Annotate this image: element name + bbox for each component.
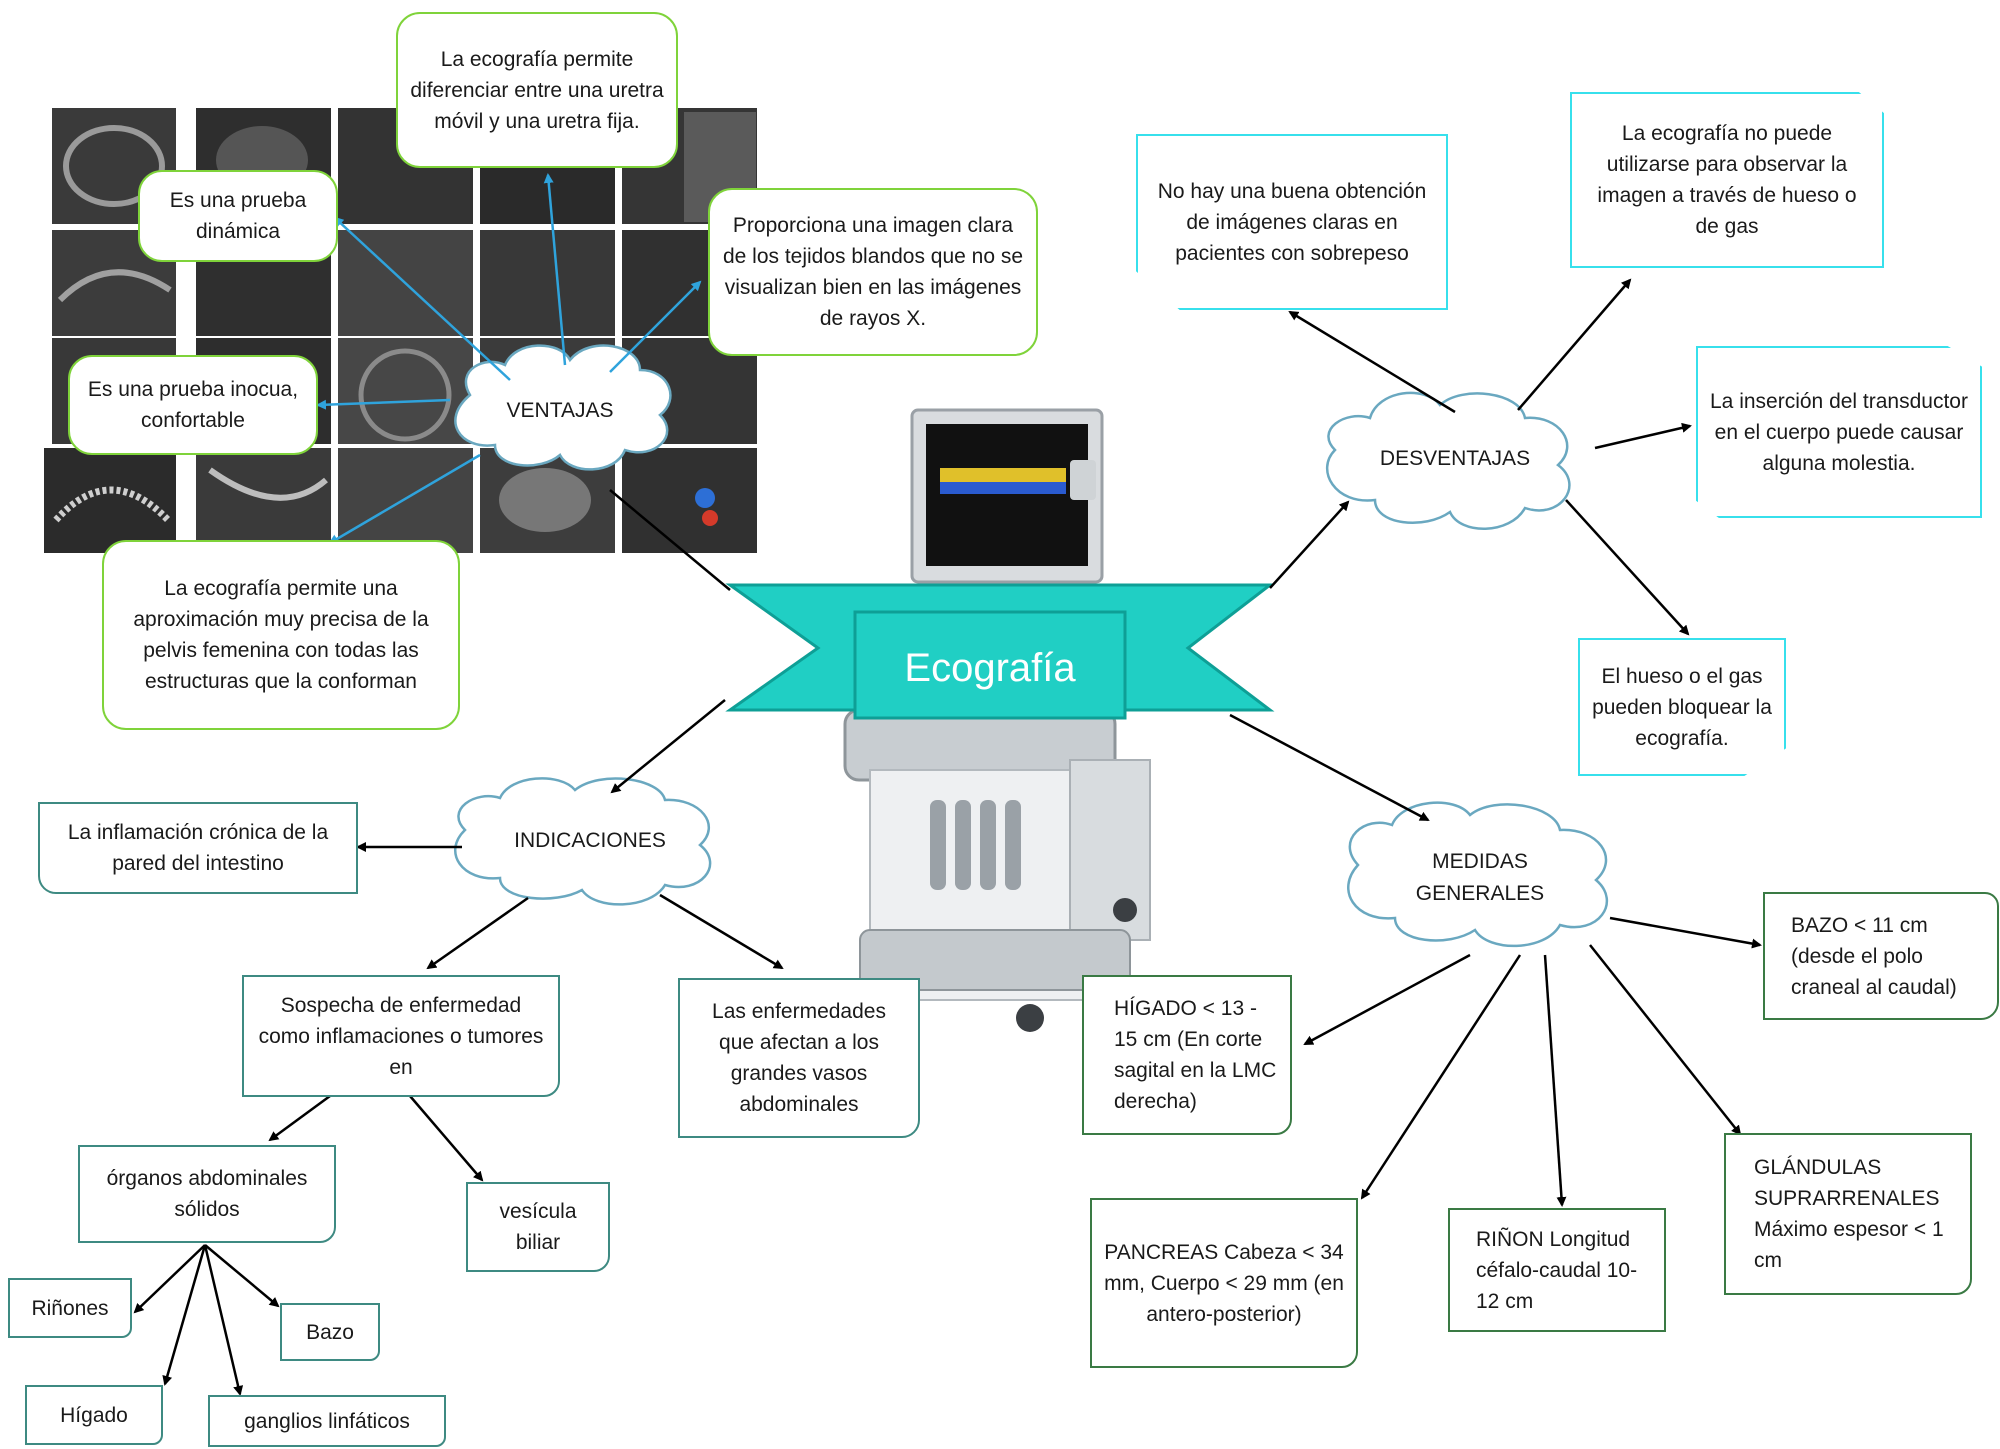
arrow-ind-vasos [659,893,784,970]
cloud-ventajas [454,344,672,471]
arrow-ind-sospecha [426,896,529,970]
measure-box-rinon: RIÑON Longitud céfalo-caudal 10-12 cm [1448,1208,1666,1332]
cloud-indicaciones [454,777,712,906]
indication-box-higado: Hígado [25,1385,163,1445]
arrow-sospecha-vesicula [409,1095,484,1182]
indication-box-bazo: Bazo [280,1303,380,1361]
advantage-box-pelvis: La ecografía permite una aproximación mu… [102,540,460,730]
measure-box-glandulas: GLÁNDULAS SUPRARRENALES Máximo espesor <… [1724,1133,1972,1295]
cloud-medidas [1347,801,1609,948]
advantage-box-inocua: Es una prueba inocua, confortable [68,355,318,455]
arrow-organos-rinones [133,1244,206,1314]
arrow-des-bloquear [1565,499,1690,636]
arrow-to-dinamica [333,216,511,381]
indication-box-inflamacion: La inflamación crónica de la pared del i… [38,802,358,894]
arrow-title-medidas [1229,713,1430,822]
indication-box-organos: órganos abdominales sólidos [78,1145,336,1243]
cloud-label-medidas: MEDIDAS GENERALES [1415,850,1545,905]
arrow-med-glandulas [1589,944,1742,1136]
arrow-title-indicaciones [610,699,726,794]
arrow-sospecha-organos [268,1094,331,1142]
arrow-organos-ganglios [203,1244,244,1396]
link-title-ventajas [609,489,731,591]
arrow-to-inocua [316,398,451,410]
cloud-label-desventajas: DESVENTAJAS [1379,447,1531,470]
arrow-med-rinon [1543,954,1567,1207]
indication-box-vesicula: vesícula biliar [466,1182,610,1272]
advantage-arrows [316,173,702,545]
arrow-med-higado [1303,953,1471,1046]
arrow-to-uretra [543,173,567,366]
measure-box-pancreas: PANCREAS Cabeza < 34 mm, Cuerpo < 29 mm … [1090,1198,1358,1368]
arrow-title-desventajas [1269,500,1350,589]
cloud-desventajas [1325,391,1571,530]
advantage-box-dinamica: Es una prueba dinámica [138,170,338,262]
measure-box-higado: HÍGADO < 13 - 15 cm (En corte sagital en… [1082,975,1292,1135]
clouds [454,344,1609,948]
advantage-box-tejidos: Proporciona una imagen clara de los teji… [708,188,1038,356]
disadvantage-box-bloquear: El hueso o el gas pueden bloquear la eco… [1578,638,1786,776]
cloud-label-indicaciones: INDICACIONES [514,829,666,852]
arrow-des-sobrepeso [1288,310,1456,414]
arrow-med-bazo [1609,916,1762,949]
advantage-box-uretra: La ecografía permite diferenciar entre u… [396,12,678,168]
measure-box-bazo: BAZO < 11 cm (desde el polo craneal al c… [1763,892,1999,1020]
arrow-organos-higado [162,1244,207,1386]
indication-box-ganglios: ganglios linfáticos [208,1395,446,1447]
disadvantage-box-sobrepeso: No hay una buena obtención de imágenes c… [1136,134,1448,310]
arrow-to-tejidos [609,280,702,373]
arrow-med-pancreas [1360,954,1522,1200]
arrow-to-pelvis [328,453,481,545]
arrow-organos-bazo [204,1244,280,1308]
page-title: Ecografía [904,645,1076,690]
disadvantage-box-hueso-gas: La ecografía no puede utilizarse para ob… [1570,92,1884,268]
main-arrows [133,278,1762,1396]
indication-box-vasos: Las enfermedades que afectan a los grand… [678,978,920,1138]
indication-box-rinones: Riñones [8,1278,132,1338]
arrow-des-transductor [1594,422,1692,450]
ribbon-banner [725,583,1275,720]
disadvantage-box-transductor: La inserción del transductor en el cuerp… [1696,346,1982,518]
cloud-label-ventajas: VENTAJAS [506,399,614,422]
arrow-des-hueso-gas [1517,278,1632,411]
indication-box-sospecha: Sospecha de enfermedad como inflamacione… [242,975,560,1097]
